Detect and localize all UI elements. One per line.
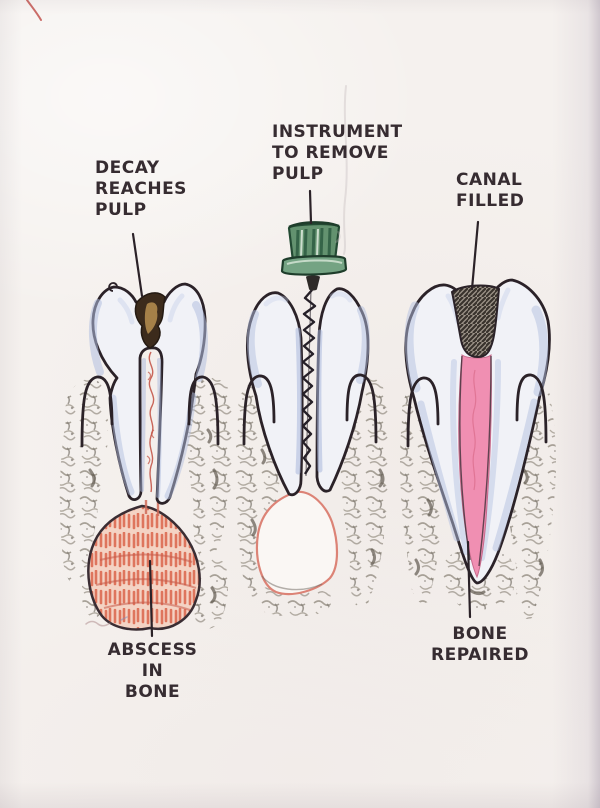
label-canal-filled: CANAL FILLED: [456, 170, 525, 211]
label-instrument-to-remove-pulp: INSTRUMENT TO REMOVE PULP: [272, 122, 403, 184]
pointer-line-canal-filled: [470, 220, 480, 291]
bone-texture-stage1: [59, 377, 234, 629]
decayed-tooth-drawing: [88, 282, 208, 505]
decay-spot: [134, 292, 166, 349]
drained-abscess-cavity: [255, 490, 339, 596]
label-bone-repaired: BONE REPAIRED: [431, 624, 529, 665]
gum-line-hooks: [80, 373, 548, 448]
instrument-handle: [280, 221, 348, 291]
cleaned-tooth-drawing: [245, 287, 370, 497]
label-decay-reaches-pulp: DECAY REACHES PULP: [95, 158, 187, 220]
pointer-line-bone-repaired: [466, 540, 472, 619]
filled-tooth-drawing: [404, 278, 551, 585]
crown-filling-hatched: [450, 284, 501, 359]
pointer-line-abscess: [148, 559, 154, 638]
pointer-line-instrument: [308, 189, 313, 225]
canal-filling-pink: [458, 353, 492, 579]
pointer-lines: [131, 189, 480, 638]
stray-scan-marks: [26, 0, 348, 627]
abscess-blob: [87, 500, 201, 631]
cusp-curl-detail: [108, 282, 118, 292]
root-canal-file: [301, 287, 317, 477]
pointer-line-decay: [131, 232, 144, 298]
label-abscess-in-bone: ABSCESS IN BONE: [107, 640, 198, 702]
infected-pulp-squiggle: [146, 351, 155, 493]
